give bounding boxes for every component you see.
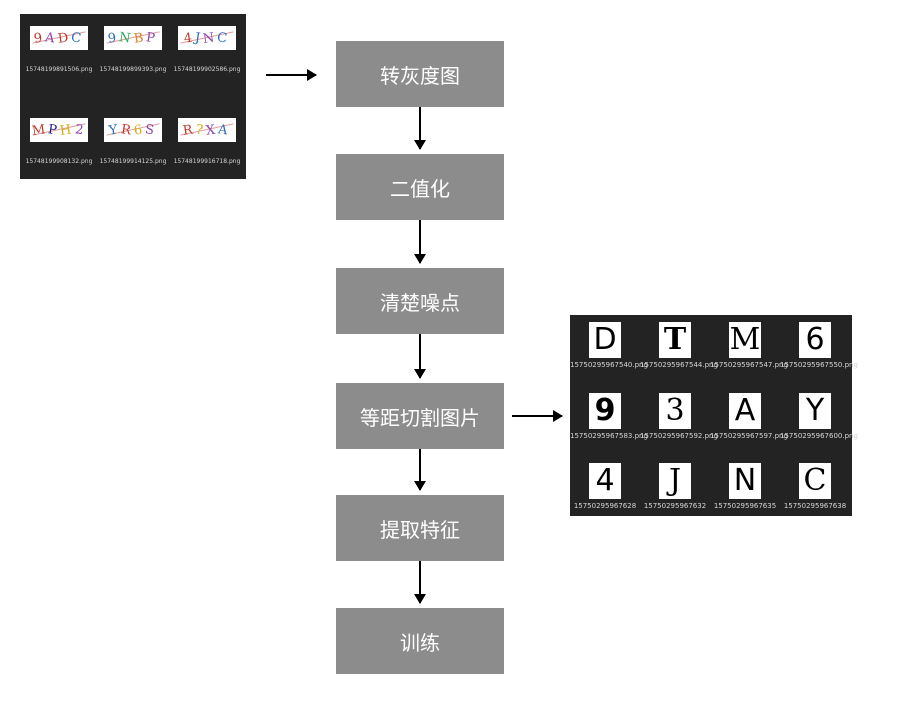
segment-item: 9 15750295967583.png [570,393,648,441]
segment-item: 3 15750295967592.png [640,393,718,441]
segment-image: 9 [589,393,621,429]
segment-image: 6 [799,322,831,358]
segment-item: Y 15750295967600.png [780,393,858,441]
segment-item: M 15750295967547.png [710,322,788,370]
step-features: 提取特征 [336,495,504,561]
step-denoise: 清楚噪点 [336,268,504,334]
captcha-char: S [143,121,158,139]
segment-image: N [729,463,761,499]
captcha-image: 4JNC [178,26,236,50]
segment-filename: 15750295967628 [573,502,637,510]
arrow-3-4 [414,334,426,379]
captcha-text: YR6S [108,121,158,139]
step-binarize: 二值化 [336,154,504,220]
segment-image: M [729,322,761,358]
segment-item: C 15750295967638 [780,463,850,511]
segment-filename: 15750295967600.png [780,432,858,440]
captcha-char: A [217,121,232,139]
captcha-filename: 15748199902586.png [173,66,241,73]
captcha-image: 9NBP [104,26,162,50]
segment-item: N 15750295967635 [710,463,780,511]
captcha-char: 2 [73,121,87,139]
segment-filename: 15750295967550.png [780,361,858,369]
captcha-char: C [216,29,232,47]
segment-item: J 15750295967632 [640,463,710,511]
captcha-image: YR6S [104,118,162,142]
segment-filename: 15750295967583.png [570,432,648,440]
captcha-filename: 15748199908132.png [25,158,93,165]
captcha-filename: 15748199891506.png [25,66,93,73]
captcha-item: YR6S 15748199914125.png [97,118,169,165]
arrow-captcha-to-grayscale [266,69,317,81]
segment-filename: 15750295967638 [783,502,847,510]
captcha-filename: 15748199914125.png [99,158,167,165]
segment-filename: 15750295967540.png [570,361,648,369]
captcha-text: MPH2 [31,121,87,139]
captcha-char: C [70,29,86,47]
arrow-1-2 [414,107,426,150]
segment-filename: 15750295967547.png [710,361,788,369]
captcha-item: 4JNC 15748199902586.png [171,26,243,73]
captcha-item: 9NBP 15748199899393.png [97,26,169,73]
captcha-filename: 15748199916718.png [173,158,241,165]
captcha-item: 9ADC 15748199891506.png [23,26,95,73]
captcha-text: R?XA [182,121,232,139]
segment-filename: 15750295967597.png [710,432,788,440]
segment-image: A [729,393,761,429]
segment-item: D 15750295967540.png [570,322,648,370]
segment-image: J [659,463,691,499]
arrow-5-6 [414,561,426,604]
segment-item: A 15750295967597.png [710,393,788,441]
captcha-text: 9ADC [33,29,86,47]
segment-filename: 15750295967544.png [640,361,718,369]
segment-image: Y [799,393,831,429]
captcha-text: 4JNC [183,29,232,47]
segmented-characters-panel: D 15750295967540.png T 15750295967544.pn… [570,315,858,516]
segment-item: 6 15750295967550.png [780,322,858,370]
segment-item: 4 15750295967628 [570,463,640,511]
segment-filename: 15750295967632 [643,502,707,510]
captcha-image: 9ADC [30,26,88,50]
arrow-2-3 [414,220,426,264]
captcha-filename: 15748199899393.png [99,66,167,73]
captcha-text: 9NBP [107,29,159,47]
segment-item: T 15750295967544.png [640,322,718,370]
arrow-4-5 [414,449,426,491]
captcha-item: MPH2 15748199908132.png [23,118,95,165]
segment-image: C [799,463,831,499]
captcha-image: MPH2 [30,118,88,142]
captcha-samples-panel: 9ADC 15748199891506.png 9NBP 15748199899… [20,14,246,179]
segment-image: 3 [659,393,691,429]
segment-filename: 15750295967635 [713,502,777,510]
segment-image: 4 [589,463,621,499]
segment-image: D [589,322,621,358]
segment-filename: 15750295967592.png [640,432,718,440]
segment-image: T [659,322,691,358]
captcha-image: R?XA [178,118,236,142]
step-train: 训练 [336,608,504,674]
arrow-split-to-segments [512,410,563,422]
step-grayscale: 转灰度图 [336,41,504,107]
captcha-char: P [145,29,159,47]
step-split: 等距切割图片 [336,383,504,449]
captcha-item: R?XA 15748199916718.png [171,118,243,165]
